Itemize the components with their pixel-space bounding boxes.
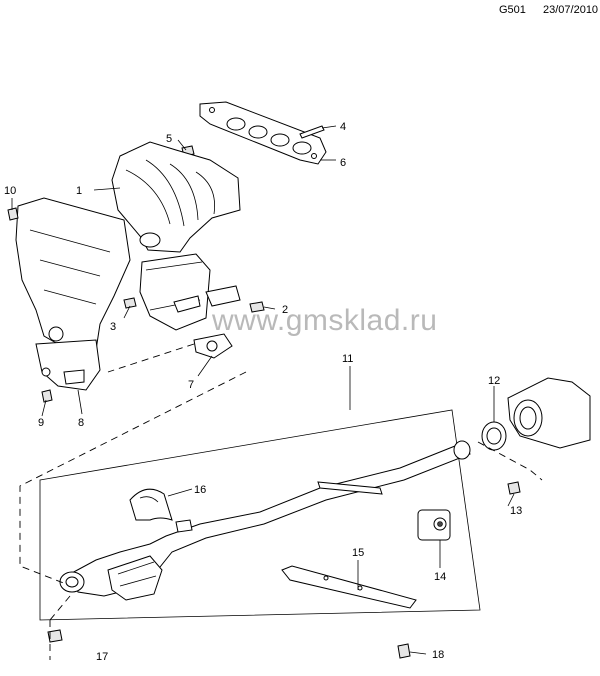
pipe-nut bbox=[47, 629, 63, 643]
rubber-hanger bbox=[417, 509, 451, 541]
manifold-bolt bbox=[123, 297, 137, 309]
manifold-heat-shield bbox=[15, 197, 131, 391]
callout-13: 13 bbox=[510, 505, 522, 517]
heat-shield-bolt-top bbox=[7, 207, 19, 221]
rear-muffler bbox=[507, 377, 591, 449]
callout-3: 3 bbox=[110, 321, 116, 333]
callout-5: 5 bbox=[166, 133, 172, 145]
callout-16: 16 bbox=[194, 484, 206, 496]
callout-10: 10 bbox=[4, 185, 16, 197]
intermediate-pipe-frame bbox=[39, 409, 481, 621]
diagram-code: G501 bbox=[499, 4, 526, 16]
pipe-heat-shield bbox=[129, 488, 173, 521]
bracket-screw bbox=[397, 643, 411, 659]
muffler-gasket bbox=[481, 421, 507, 451]
intermediate-pipe bbox=[59, 440, 471, 601]
callout-1: 1 bbox=[76, 185, 82, 197]
callout-6: 6 bbox=[340, 157, 346, 169]
manifold-gasket bbox=[199, 101, 327, 165]
callout-12: 12 bbox=[488, 375, 500, 387]
callout-11: 11 bbox=[342, 353, 353, 365]
heat-shield-bolt-bottom bbox=[41, 389, 53, 403]
support-bracket bbox=[281, 565, 417, 609]
exhaust-manifold-front bbox=[111, 141, 241, 359]
diagram-date: 23/07/2010 bbox=[543, 4, 599, 16]
callout-9: 9 bbox=[38, 417, 44, 429]
callout-4: 4 bbox=[340, 121, 346, 133]
muffler-nut bbox=[507, 481, 521, 495]
callout-8: 8 bbox=[78, 417, 84, 429]
callout-15: 15 bbox=[352, 547, 364, 559]
stud-bolt bbox=[299, 125, 325, 139]
callout-7: 7 bbox=[188, 379, 194, 391]
callout-18: 18 bbox=[432, 649, 444, 661]
watermark-text: gmsklad.ru bbox=[285, 304, 438, 337]
watermark: gmsklad.ru bbox=[212, 304, 437, 338]
callout-14: 14 bbox=[434, 571, 446, 583]
callout-17: 17 bbox=[96, 651, 108, 663]
